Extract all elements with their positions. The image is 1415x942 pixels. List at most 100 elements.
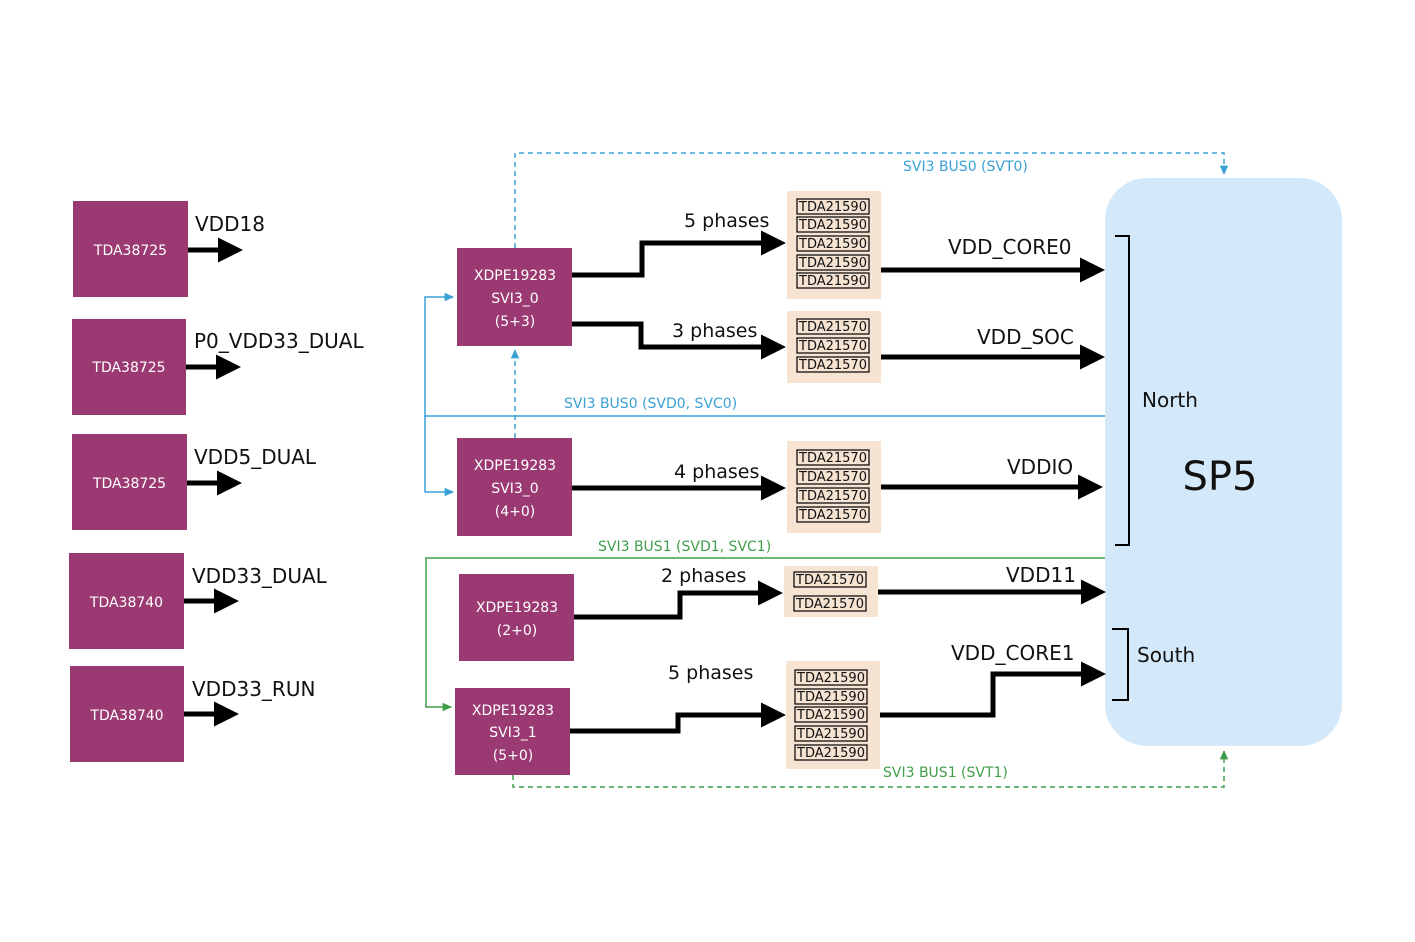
power-stage [796,235,870,252]
regulator-tda38725-vdd18: TDA38725 VDD18 [73,201,265,297]
regulator-chip [70,666,184,762]
rail-label: VDD18 [195,212,265,236]
power-stage [794,725,868,742]
power-stage [794,706,868,723]
power-stage-label: TDA21590 [798,237,867,252]
power-stage [796,487,870,504]
controller-part: XDPE19283 [476,600,558,616]
wire-vdd-core0-phases [572,230,786,278]
stage-group-vdd-soc: TDA21570 TDA21570 TDA21570 [787,311,881,383]
controller-chip [457,438,572,536]
bus0-telemetry-label: SVI3 BUS0 (SVT0) [903,159,1028,175]
controller-part: XDPE19283 [474,268,556,284]
bus1-data-line [425,557,1105,712]
bus1-telemetry-line [512,749,1229,788]
soc-name: SP5 [1183,454,1258,500]
phase-count: 2 phases [661,565,746,587]
power-stage-label: TDA21570 [798,339,867,354]
power-stage-label: TDA21570 [798,470,867,485]
regulator-chip [72,319,186,415]
north-label: North [1142,388,1198,412]
controller-svi3-0-5-3: XDPE19283 SVI3_0 (5+3) [457,248,572,346]
phase-count: 3 phases [672,320,757,342]
sp5-block [1105,178,1342,746]
power-stage-label: TDA21590 [796,727,865,742]
power-stage-label: TDA21590 [798,218,867,233]
power-stage-label: TDA21570 [798,451,867,466]
regulator-chip-label: TDA38740 [89,708,163,724]
controller-bus: SVI3_1 [489,725,536,741]
power-stage [793,595,867,612]
wire-vdd-core1-phases [570,702,786,734]
phase-count: 5 phases [668,662,753,684]
controller-config: (4+0) [495,504,535,520]
rail-label: VDD11 [1006,563,1076,587]
power-stage [796,506,870,523]
bus0-data-label: SVI3 BUS0 (SVD0, SVC0) [564,396,737,412]
bus1-data-label: SVI3 BUS1 (SVD1, SVC1) [598,539,771,555]
phase-count: 4 phases [674,461,759,483]
regulator-chip-label: TDA38740 [89,595,163,611]
rail-wires: VDD_CORE0 VDD_SOC VDDIO VDD11 VDD_CORE1 [878,235,1106,718]
power-stage-label: TDA21570 [798,320,867,335]
rail-label: VDD33_DUAL [192,564,328,588]
power-stage [796,272,870,289]
power-stage-label: TDA21570 [798,489,867,504]
bus0-data-branch [424,416,455,497]
power-stage [796,468,870,485]
stage-group-bg [787,191,881,299]
south-label: South [1137,643,1195,667]
rail-label: VDDIO [1007,455,1073,479]
controller-config: (5+3) [495,314,535,330]
controller-chip [457,248,572,346]
rail-label: VDD5_DUAL [194,445,317,469]
rail-label: P0_VDD33_DUAL [194,329,364,353]
wire-vdd-soc-phases [572,321,786,360]
regulator-chip-label: TDA38725 [91,360,165,376]
regulator-tda38740-vdd33-run: TDA38740 VDD33_RUN [70,666,315,762]
south-bracket [1112,628,1129,701]
stage-group-bg [787,441,881,533]
rail-wire-vdd-core1 [880,661,1106,718]
power-stage-label: TDA21570 [795,573,864,588]
controller-2-0: XDPE19283 (2+0) [459,574,574,661]
power-stage-label: TDA21590 [798,274,867,289]
stage-group-vdd-core1: TDA21590 TDA21590 TDA21590 TDA21590 TDA2… [786,661,880,769]
controller-chip [455,688,570,775]
power-stage-label: TDA21590 [796,671,865,686]
power-stage [796,337,870,354]
regulator-tda38740-vdd33-dual: TDA38740 VDD33_DUAL [69,553,328,649]
controller-bus: SVI3_0 [491,291,538,307]
power-stage [796,216,870,233]
controller-part: XDPE19283 [472,703,554,719]
phase-count: 5 phases [684,210,769,232]
regulator-tda38725-vdd5-dual: TDA38725 VDD5_DUAL [72,434,317,530]
power-stage [793,571,867,588]
stage-group-vdd11: TDA21570 TDA21570 [784,566,878,617]
controller-config: (5+0) [493,748,533,764]
regulator-chip [69,553,184,649]
rail-label: VDD_SOC [977,325,1074,349]
power-stage [796,449,870,466]
rail-label: VDD33_RUN [192,677,315,701]
power-stage [794,669,868,686]
stage-group-vddio: TDA21570 TDA21570 TDA21570 TDA21570 [787,441,881,533]
regulator-chip [72,434,187,530]
sp5-soc: SP5 North South [1105,178,1342,746]
power-stage-label: TDA21590 [796,690,865,705]
power-stage [796,198,870,215]
regulator-chip-label: TDA38725 [93,243,167,259]
bus1-telemetry-label: SVI3 BUS1 (SVT1) [883,765,1008,781]
power-stage-label: TDA21590 [798,200,867,215]
controller-chip [459,574,574,661]
controller-config: (2+0) [497,623,537,639]
power-stage-label: TDA21590 [796,746,865,761]
power-stage-label: TDA21590 [796,708,865,723]
bus0-telemetry-line [514,152,1229,248]
power-stage-label: TDA21590 [798,256,867,271]
phase-wires: 5 phases 3 phases 4 phases 2 phases 5 ph… [570,210,786,734]
power-stage [796,254,870,271]
bus0-data-line [424,292,1105,417]
power-stage [796,318,870,335]
stage-group-bg [784,566,878,617]
